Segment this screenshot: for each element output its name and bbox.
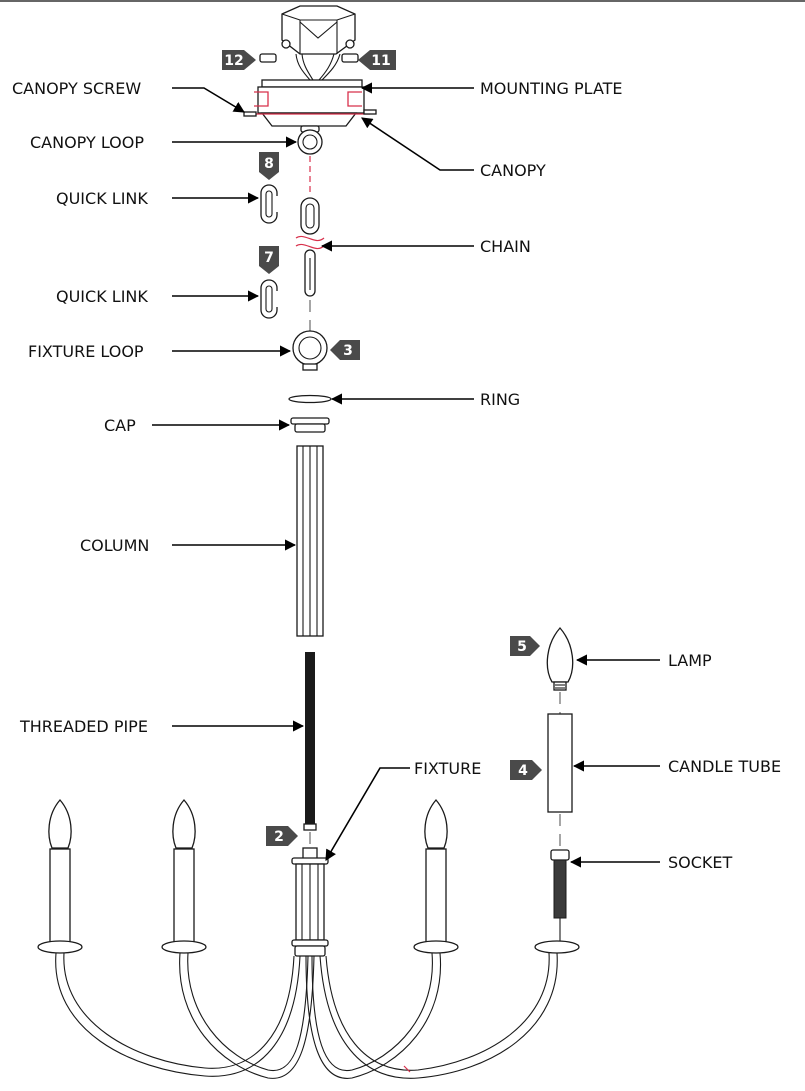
cap: [290, 417, 330, 433]
step-badge-8: 8: [259, 152, 279, 180]
svg-text:2: 2: [274, 829, 284, 845]
svg-text:3: 3: [343, 343, 353, 359]
candle-1: [37, 799, 83, 954]
label-canopy: CANOPY: [480, 161, 546, 180]
canopy: [248, 86, 370, 127]
label-chain: CHAIN: [480, 237, 531, 256]
step-badge-3: 3: [330, 340, 360, 360]
label-candle-tube: CANDLE TUBE: [668, 757, 781, 776]
canopy-loop: [297, 125, 323, 155]
candle-2: [161, 799, 207, 954]
label-fixture-loop: FIXTURE LOOP: [28, 342, 144, 361]
mounting-plate: [261, 79, 363, 88]
step-badge-7: 7: [259, 246, 279, 274]
quick-link-lower: [260, 279, 279, 319]
label-socket: SOCKET: [668, 853, 733, 872]
leader-lines: [152, 82, 660, 868]
label-quick-link-upper: QUICK LINK: [56, 189, 148, 208]
label-fixture: FIXTURE: [414, 759, 481, 778]
step-badge-2: 2: [266, 826, 298, 846]
fixture-loop: [292, 330, 328, 371]
label-canopy-loop: CANOPY LOOP: [30, 133, 144, 152]
quick-link-upper: [260, 184, 279, 224]
candle-tube: [547, 713, 573, 813]
label-column: COLUMN: [80, 536, 149, 555]
label-threaded-pipe: THREADED PIPE: [19, 717, 148, 736]
svg-text:7: 7: [264, 250, 274, 266]
step-badge-11: 11: [358, 50, 396, 70]
fixture-center-hub: [291, 847, 329, 957]
canopy-screw-right: [363, 109, 377, 115]
fixture-arms: [55, 952, 558, 1079]
column: [296, 445, 324, 637]
label-lamp: LAMP: [668, 651, 712, 670]
svg-text:12: 12: [224, 53, 243, 69]
candle-3: [413, 799, 459, 954]
label-canopy-screw: CANOPY SCREW: [12, 79, 141, 98]
step-badge-4: 4: [510, 760, 542, 780]
svg-text:5: 5: [517, 639, 527, 655]
step-badge-12: 12: [222, 50, 256, 70]
threaded-pipe: [303, 652, 317, 831]
junction-box: [259, 5, 359, 81]
svg-text:8: 8: [264, 156, 274, 172]
label-ring: RING: [480, 390, 520, 409]
svg-text:4: 4: [518, 763, 528, 779]
ring: [288, 394, 332, 404]
step-badge-5: 5: [510, 636, 540, 656]
label-mounting-plate: MOUNTING PLATE: [480, 79, 623, 98]
socket: [550, 849, 570, 946]
label-quick-link-lower: QUICK LINK: [56, 287, 148, 306]
lamp: [546, 627, 574, 691]
svg-text:11: 11: [371, 53, 390, 69]
chain: [295, 197, 325, 297]
canopy-screw-left: [243, 111, 257, 117]
label-cap: CAP: [104, 416, 136, 435]
candle-4-cup: [534, 940, 580, 954]
